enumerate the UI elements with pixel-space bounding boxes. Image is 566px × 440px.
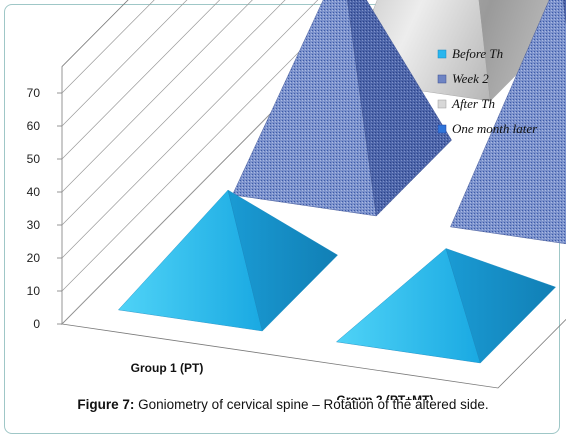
legend-item: Before Th: [437, 46, 503, 61]
gridline: [61, 0, 384, 325]
gridline: [61, 0, 286, 226]
y-tick-label: 40: [27, 185, 41, 199]
gridlines: [61, 0, 384, 325]
gridline: [61, 0, 351, 292]
legend-item: After Th: [437, 96, 495, 111]
gridline: [61, 0, 319, 259]
legend: Before Th Week 2 After Th One month later: [437, 46, 538, 136]
legend-label: Week 2: [452, 71, 489, 86]
caption-text: Goniometry of cervical spine – Rotation …: [134, 397, 489, 412]
pyramid-bar: [335, 248, 556, 364]
gridline: [61, 0, 253, 193]
legend-item: One month later: [437, 121, 538, 136]
y-axis-ticks: 0 10 20 30 40 50 60 70: [27, 86, 62, 331]
y-tick-label: 30: [27, 218, 41, 232]
legend-label: After Th: [451, 96, 495, 111]
y-tick-label: 20: [27, 251, 41, 265]
caption-label: Figure 7:: [77, 397, 135, 412]
y-tick-label: 0: [33, 317, 40, 331]
pyramid-side-face: [347, 0, 452, 217]
pyramids: [117, 0, 566, 364]
gridline: [61, 0, 221, 160]
legend-swatch: [437, 74, 447, 84]
legend-swatch: [437, 124, 447, 134]
pyramid-front-face: [450, 0, 566, 245]
y-tick-label: 50: [27, 152, 41, 166]
category-label: Group 1 (PT): [131, 361, 204, 375]
legend-swatch: [437, 99, 447, 109]
pyramid-bar: [232, 0, 452, 217]
y-tick-label: 60: [27, 119, 41, 133]
pyramid-side-face: [227, 189, 338, 332]
pyramid-bar: [117, 189, 338, 332]
legend-swatch: [437, 49, 447, 59]
category-labels: Group 1 (PT) Group 2 (PT+MT): [131, 361, 434, 400]
figure-caption: Figure 7: Goniometry of cervical spine –…: [0, 397, 566, 412]
pyramid-side-face: [445, 248, 556, 364]
category-label: Group 2 (PT+MT): [337, 393, 434, 400]
legend-label: One month later: [452, 121, 538, 136]
y-tick-label: 70: [27, 86, 41, 100]
legend-item: Week 2: [437, 71, 489, 86]
y-tick-label: 10: [27, 284, 41, 298]
legend-label: Before Th: [452, 46, 503, 61]
pyramid-side-face: [562, 0, 566, 25]
pyramid-bar: [450, 0, 566, 245]
